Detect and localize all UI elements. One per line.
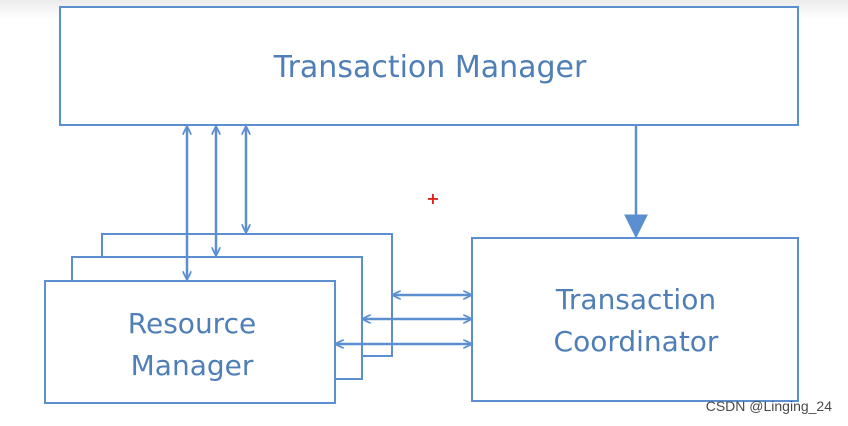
transaction-manager-label: Transaction Manager bbox=[273, 50, 587, 85]
transaction-coordinator-label-line2: Coordinator bbox=[554, 325, 719, 358]
resource-manager-label-line2: Manager bbox=[131, 349, 254, 382]
resource-manager-box-front bbox=[44, 280, 336, 404]
cursor-marker: + bbox=[426, 189, 439, 208]
transaction-coordinator-box bbox=[471, 237, 799, 402]
transaction-manager-box bbox=[59, 6, 799, 126]
watermark: CSDN @Linging_24 bbox=[705, 398, 832, 414]
resource-manager-label-line1: Resource bbox=[128, 307, 256, 340]
transaction-coordinator-label-line1: Transaction bbox=[555, 283, 716, 316]
